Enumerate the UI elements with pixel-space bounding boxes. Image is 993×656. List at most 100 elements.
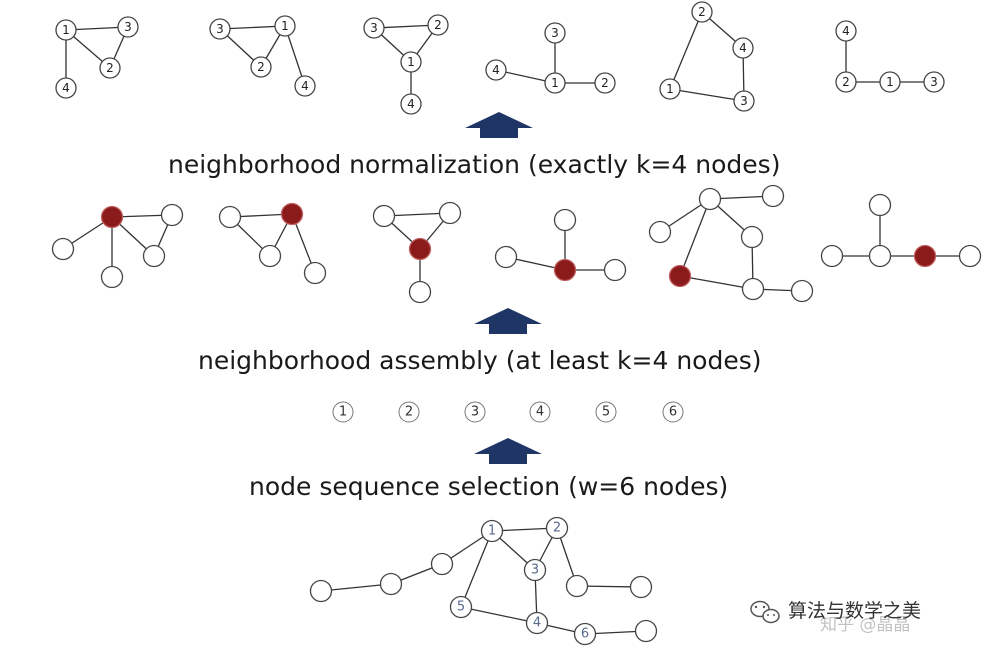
sequence-node xyxy=(332,401,354,423)
normalized-graph-5 xyxy=(669,11,745,102)
graph-node xyxy=(274,15,296,37)
normalized-graph-1 xyxy=(65,26,129,88)
graph-node xyxy=(485,59,507,81)
sequence-label: 6 xyxy=(669,405,677,420)
sequence-label: 4 xyxy=(536,405,544,420)
graph-node xyxy=(523,558,547,582)
center-node xyxy=(913,244,937,268)
selection-caption: node sequence selection (w=6 nodes) xyxy=(249,472,728,501)
assembled-graph-3-nodes xyxy=(372,201,462,304)
sequence-label: 1 xyxy=(339,405,347,420)
graph-node xyxy=(160,203,184,227)
normalized-graph-3-nodes: 3 2 1 4 xyxy=(363,14,449,115)
graph-node xyxy=(303,261,327,285)
sequence-node xyxy=(398,401,420,423)
graph-node xyxy=(427,14,449,36)
up-arrow-icon xyxy=(465,112,533,138)
normalized-graph-5-nodes: 2 4 1 3 xyxy=(659,1,755,112)
graph-node xyxy=(733,90,755,112)
graph-node xyxy=(761,184,785,208)
graph-node xyxy=(553,208,577,232)
graph-node xyxy=(379,572,403,596)
node-label: 3 xyxy=(216,22,224,36)
graph-node xyxy=(480,519,504,543)
graph-node xyxy=(363,17,385,39)
graph-node xyxy=(544,72,566,94)
watermark: 知乎 @晶晶 算法与数学之美 xyxy=(750,600,921,635)
node-label: 3 xyxy=(531,563,539,578)
node-label: 4 xyxy=(407,97,415,111)
normalized-graph-2-nodes: 3 1 2 4 xyxy=(209,15,316,97)
node-label: 5 xyxy=(457,600,465,615)
sequence-node xyxy=(595,401,617,423)
graph-node xyxy=(372,204,396,228)
node-label: 4 xyxy=(739,41,747,55)
assembled-graph-6-nodes xyxy=(820,193,982,268)
assembled-graph-1-nodes xyxy=(51,203,184,289)
node-label: 1 xyxy=(488,524,496,539)
graph-node xyxy=(868,193,892,217)
graph-node xyxy=(732,37,754,59)
graph-node xyxy=(117,16,139,38)
assembly-caption: neighborhood assembly (at least k=4 node… xyxy=(198,346,762,375)
node-label: 1 xyxy=(886,75,894,89)
graph-node xyxy=(449,595,473,619)
graph-node xyxy=(294,75,316,97)
wechat-icon xyxy=(750,600,780,624)
node-label: 2 xyxy=(698,5,706,19)
node-label: 4 xyxy=(533,616,541,631)
node-label: 1 xyxy=(407,55,415,69)
sequence-node xyxy=(464,401,486,423)
graph-node xyxy=(438,201,462,225)
normalization-caption: neighborhood normalization (exactly k=4 … xyxy=(168,150,780,179)
center-node xyxy=(668,264,692,288)
graph-node xyxy=(55,19,77,41)
graph-node xyxy=(209,18,231,40)
input-graph-edges xyxy=(320,527,647,635)
node-label: 3 xyxy=(551,26,559,40)
graph-node xyxy=(691,1,713,23)
sequence-node xyxy=(662,401,684,423)
node-label: 4 xyxy=(62,81,70,95)
center-node xyxy=(553,258,577,282)
graph-node xyxy=(400,51,422,73)
node-label: 6 xyxy=(581,627,589,642)
graph-node xyxy=(545,516,569,540)
graph-node xyxy=(400,93,422,115)
node-label: 2 xyxy=(842,75,850,89)
normalized-graph-1-nodes: 1 3 2 4 xyxy=(55,16,139,99)
up-arrow-icon xyxy=(474,308,542,334)
node-label: 2 xyxy=(106,61,114,75)
graph-node xyxy=(55,77,77,99)
watermark-text: 算法与数学之美 xyxy=(788,600,921,622)
node-label: 2 xyxy=(553,521,561,536)
graph-node xyxy=(835,20,857,42)
graph-node xyxy=(258,244,282,268)
graph-node xyxy=(51,237,75,261)
node-label: 3 xyxy=(740,94,748,108)
graph-node xyxy=(790,279,814,303)
graph-node xyxy=(573,622,597,646)
node-label: 2 xyxy=(601,76,609,90)
graph-node xyxy=(218,205,242,229)
graph-node xyxy=(565,574,589,598)
graph-node xyxy=(958,244,982,268)
graph-node xyxy=(544,22,566,44)
center-node xyxy=(280,202,304,226)
input-graph-nodes: 1 2 3 4 5 6 xyxy=(309,516,658,646)
assembled-graph-5-nodes xyxy=(648,184,814,303)
sequence-label: 5 xyxy=(602,405,610,420)
normalized-graph-6-nodes: 4 2 1 3 xyxy=(835,20,945,93)
watermark-faint-text: 知乎 @晶晶 xyxy=(820,615,910,635)
node-label: 1 xyxy=(551,76,559,90)
graph-node xyxy=(740,225,764,249)
graph-node xyxy=(659,78,681,100)
graph-node xyxy=(309,579,333,603)
node-label: 4 xyxy=(492,63,500,77)
node-label: 3 xyxy=(124,20,132,34)
assembled-graph-2-nodes xyxy=(218,202,327,285)
graph-node xyxy=(741,277,765,301)
graph-node xyxy=(142,244,166,268)
node-label: 4 xyxy=(842,24,850,38)
graph-node xyxy=(634,619,658,643)
